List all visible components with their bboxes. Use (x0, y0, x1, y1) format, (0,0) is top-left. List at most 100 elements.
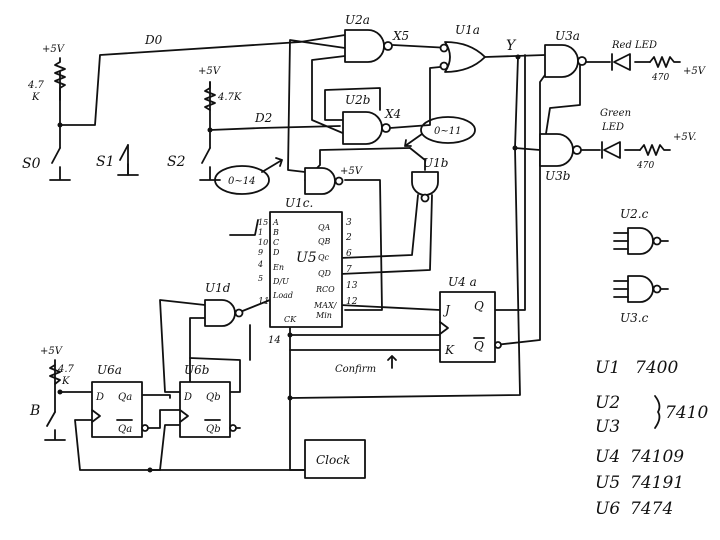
svg-text:13: 13 (346, 281, 358, 291)
label-u3b: U3b (545, 169, 570, 183)
switch-b (44, 411, 66, 441)
r-b-unit: K (61, 376, 70, 387)
wire-u6a-qbar (141, 409, 181, 429)
u4-clock-mark (439, 321, 449, 335)
switch-s0 (49, 147, 71, 181)
parts-part-u1: 7400 (635, 358, 678, 378)
power-green: +5V. (673, 132, 697, 143)
svg-text:Qb: Qb (206, 392, 221, 403)
svg-text:RCO: RCO (315, 285, 335, 294)
power-s2: +5V (198, 66, 222, 77)
r-s2-value: 4.7K (217, 92, 242, 103)
wires (54, 34, 651, 471)
label-u5: U5 (296, 250, 317, 266)
power-s0: +5V (42, 44, 66, 55)
green-led-label: Green (600, 108, 631, 119)
net-y: Y (506, 38, 517, 54)
junctions (57, 54, 583, 473)
red-led-label: Red LED (611, 40, 657, 51)
gate-u3c (613, 275, 669, 303)
gate-u1d (204, 299, 244, 327)
svg-text:CK: CK (284, 315, 297, 324)
wire-clk-u6a (74, 419, 306, 471)
r-b-value: 4.7 (57, 364, 75, 375)
svg-text:10: 10 (258, 238, 268, 247)
clock-label: Clock (316, 453, 350, 467)
net-d0: D0 (144, 33, 163, 47)
power-u1c: +5V (340, 166, 364, 177)
svg-text:Min: Min (315, 311, 332, 320)
svg-text:Qa: Qa (118, 392, 132, 403)
net-0-14: 0~14 (228, 176, 255, 187)
net-x5: X5 (392, 29, 409, 43)
wire-y-down (514, 56, 541, 151)
gate-u2a (344, 29, 393, 63)
svg-text:Qc: Qc (318, 253, 330, 262)
u6-pin-labels: D Qa Qa D Qb Qb (95, 392, 221, 435)
svg-text:D: D (183, 392, 192, 403)
svg-text:QA: QA (318, 223, 331, 232)
annotation-0-14 (214, 165, 270, 195)
wire-u2a-in (311, 55, 346, 135)
u6b-qbar-bubble (229, 424, 237, 432)
svg-text:D/U: D/U (272, 277, 289, 286)
svg-text:QD: QD (318, 269, 332, 278)
svg-text:1: 1 (258, 228, 263, 237)
svg-text:Load: Load (272, 291, 293, 300)
svg-text:15: 15 (258, 218, 268, 227)
switch-label-b: B (29, 403, 40, 419)
red-r-value: 470 (651, 73, 669, 83)
arrow-0-11 (404, 133, 423, 147)
switch-label-s2: S2 (167, 154, 186, 170)
wire-u3a-in (494, 74, 546, 346)
label-u4a: U4 a (448, 275, 477, 289)
gate-u1c (304, 167, 344, 195)
net-p11: 11 (258, 297, 269, 307)
u4-pin-labels: J K Q Q (442, 299, 485, 357)
net-x4: X4 (384, 107, 401, 121)
wire-d2 (209, 125, 341, 131)
label-u2a: U2a (345, 13, 370, 27)
wire-clk-u6b (149, 424, 181, 471)
label-u3a: U3a (555, 29, 580, 43)
parts-ref-u3: U3 (595, 417, 620, 437)
u6a-qbar-bubble (141, 424, 149, 432)
wire-d0 (59, 34, 346, 126)
wire-u2b-fb (324, 87, 381, 121)
svg-text:D: D (272, 248, 280, 257)
arrow-0-14 (261, 157, 283, 173)
switch-s1 (117, 144, 139, 176)
label-u1b: U1b (423, 156, 448, 170)
wire-u1b-qd (339, 194, 433, 275)
svg-text:Q: Q (474, 299, 484, 313)
gate-u2c (613, 227, 669, 255)
gate-u1a (439, 41, 486, 73)
svg-text:3: 3 (346, 218, 352, 228)
gate-u3a (544, 44, 587, 78)
wire-u1d-in2 (189, 317, 206, 401)
svg-text:4: 4 (257, 260, 263, 269)
parts-part-u4: 74109 (630, 447, 684, 467)
label-u2b: U2b (345, 93, 370, 107)
svg-text:B: B (272, 228, 279, 237)
svg-text:D: D (95, 392, 104, 403)
parts-ref-u5: U5 (595, 473, 620, 493)
chip-u5 (269, 211, 343, 328)
svg-text:2: 2 (345, 233, 352, 243)
annotation-0-11 (420, 116, 476, 144)
green-led-label2: LED (601, 122, 624, 133)
red-led-icon (611, 53, 631, 71)
wire-u5-abcd (229, 219, 259, 236)
label-u2c: U2.c (620, 207, 649, 221)
resistor-red (649, 56, 681, 68)
svg-text:C: C (273, 238, 279, 247)
net-p14: 14 (268, 335, 281, 346)
parts-ref-u4: U4 (595, 447, 620, 467)
wire-u1d-in (159, 299, 206, 393)
wire-u6b-q (189, 357, 241, 393)
wire-u4q (494, 54, 526, 311)
wire-u1c (344, 179, 383, 311)
label-u1c: U1c. (285, 196, 313, 210)
wire-maxmin-j (339, 304, 441, 311)
